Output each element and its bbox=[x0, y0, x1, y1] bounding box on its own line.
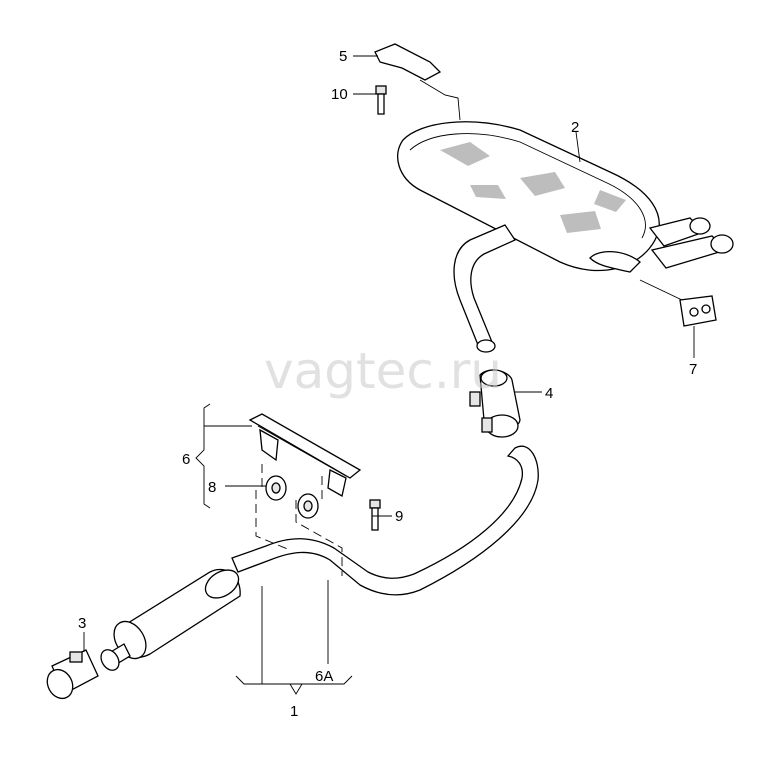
assembly-dashline-1 bbox=[255, 490, 291, 551]
clamp-part-3 bbox=[46, 649, 99, 700]
callout-6A: 6A bbox=[315, 668, 333, 685]
intermediate-pipe bbox=[453, 224, 516, 353]
front-pipe-with-silencer bbox=[100, 445, 539, 671]
callout-2: 2 bbox=[571, 119, 579, 136]
clamp-part-4 bbox=[469, 369, 521, 438]
bracket-assembly-part-6 bbox=[248, 413, 362, 498]
bracket-part-5 bbox=[374, 43, 461, 121]
callout-8: 8 bbox=[208, 479, 216, 496]
bolt-part-9 bbox=[369, 499, 381, 531]
callout-9: 9 bbox=[395, 508, 403, 525]
callout-4: 4 bbox=[545, 385, 553, 402]
callout-5: 5 bbox=[339, 48, 347, 65]
callout-7: 7 bbox=[689, 361, 697, 378]
leader-lines bbox=[83, 55, 695, 695]
rubber-mount-part-7 bbox=[679, 295, 717, 327]
callout-3: 3 bbox=[78, 615, 86, 632]
assembly-dashline-2 bbox=[295, 500, 343, 576]
callout-1: 1 bbox=[290, 703, 298, 720]
callout-6: 6 bbox=[182, 451, 190, 468]
rear-silencer bbox=[396, 121, 734, 301]
rubber-mount-part-8 bbox=[265, 475, 319, 519]
bolt-part-10 bbox=[375, 85, 387, 115]
callout-10: 10 bbox=[331, 86, 348, 103]
watermark-text: vagtec.ru bbox=[264, 342, 502, 400]
